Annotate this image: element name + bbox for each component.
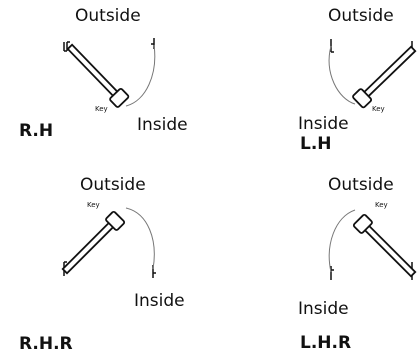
lhr-door-leaf [352, 213, 417, 278]
rhr-door-leaf [61, 210, 126, 275]
lh-left-hinge-icon [330, 39, 334, 53]
rh-right-hinge-icon [151, 38, 155, 49]
rh-lock-icon [109, 87, 130, 108]
lh-swing-arc [328, 45, 356, 105]
lh-lock-icon [352, 88, 373, 109]
rh-left-hinge-icon [63, 41, 70, 52]
rh-door-leaf [66, 43, 130, 108]
lh-hand-label: L.H [300, 134, 332, 154]
rhr-swing-arc [125, 207, 155, 270]
lhr-outside-label: Outside [328, 175, 394, 195]
rhr-lock-icon [105, 210, 126, 231]
rh-key-label: Key [95, 105, 108, 113]
rh-door-panel [63, 38, 156, 108]
rh-outside-label: Outside [75, 6, 141, 26]
lhr-left-hinge-icon [330, 266, 334, 280]
lhr-key-label: Key [375, 201, 388, 209]
rhr-inside-label: Inside [134, 291, 185, 311]
lh-key-label: Key [372, 105, 385, 113]
lh-outside-label: Outside [328, 6, 394, 26]
rhr-hand-label: R.H.R [19, 334, 73, 354]
rh-hand-label: R.H [19, 121, 54, 141]
lhr-inside-label: Inside [298, 299, 349, 319]
lhr-lock-icon [352, 213, 373, 234]
rhr-key-label: Key [87, 201, 100, 209]
lhr-door-panel [328, 209, 417, 280]
lhr-hand-label: L.H.R [300, 333, 352, 353]
lh-door-panel [328, 39, 417, 109]
rhr-outside-label: Outside [80, 175, 146, 195]
rh-swing-arc [125, 44, 156, 107]
lhr-swing-arc [328, 209, 356, 273]
rh-inside-label: Inside [137, 115, 188, 135]
lh-inside-label: Inside [298, 114, 349, 134]
rhr-door-panel [61, 207, 156, 278]
lh-door-leaf [352, 45, 417, 109]
